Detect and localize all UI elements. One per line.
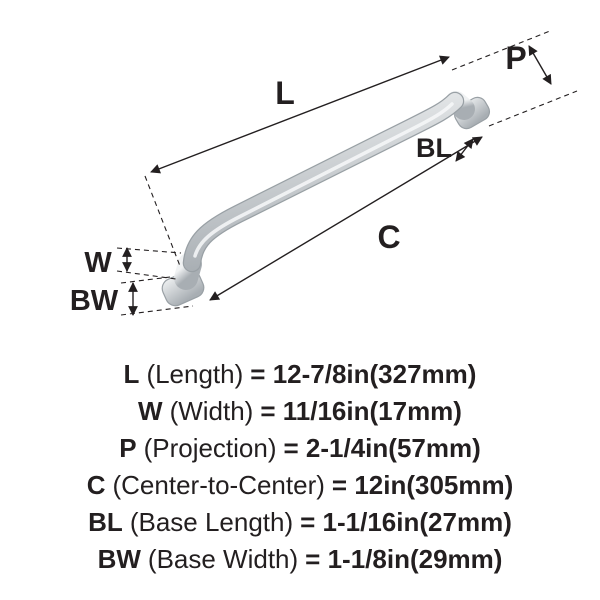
spec-line-width: W (Width) = 11/16in(17mm) <box>138 393 462 430</box>
spec-value: = 1-1/16in(27mm) <box>300 507 512 537</box>
label-length: L <box>275 75 295 111</box>
dimension-labels: L P BL C W BW <box>70 40 527 317</box>
dimension-drawing: L P BL C W BW <box>70 30 578 317</box>
extension-line-base-width-bottom <box>120 305 194 316</box>
spec-desc: (Base Length) <box>129 507 294 537</box>
spec-desc: (Length) <box>146 359 244 389</box>
dimension-lines <box>116 30 578 316</box>
spec-desc: (Projection) <box>143 433 277 463</box>
dimension-line-base-length <box>455 138 474 162</box>
spec-line-center-to-center: C (Center-to-Center) = 12in(305mm) <box>87 467 514 504</box>
spec-abbr: W <box>138 396 163 426</box>
label-center-to-center: C <box>377 219 400 255</box>
spec-line-base-length: BL (Base Length) = 1-1/16in(27mm) <box>88 504 512 541</box>
dimension-line-projection <box>528 45 552 85</box>
spec-desc: (Base Width) <box>147 544 299 574</box>
spec-list: L (Length) = 12-7/8in(327mm) W (Width) =… <box>0 356 600 578</box>
spec-value: = 11/16in(17mm) <box>260 396 462 426</box>
spec-desc: (Center-to-Center) <box>112 470 325 500</box>
spec-value: = 2-1/4in(57mm) <box>283 433 481 463</box>
spec-abbr: BW <box>97 544 141 574</box>
extension-line-length-left <box>144 175 181 267</box>
spec-value: = 12in(305mm) <box>331 470 514 500</box>
spec-line-base-width: BW (Base Width) = 1-1/8in(29mm) <box>98 541 503 578</box>
spec-abbr: L <box>123 359 140 389</box>
extension-line-projection-bottom <box>488 90 578 127</box>
spec-abbr: P <box>119 433 137 463</box>
spec-abbr: C <box>86 470 106 500</box>
label-width: W <box>84 247 112 279</box>
extension-line-base-width-top <box>120 276 171 284</box>
spec-abbr: BL <box>88 507 123 537</box>
dimension-line-length <box>150 55 450 174</box>
label-base-length: BL <box>416 133 452 163</box>
dimension-line-center-to-center <box>209 136 483 301</box>
label-projection: P <box>505 40 526 76</box>
spec-value: = 12-7/8in(327mm) <box>250 359 477 389</box>
spec-desc: (Width) <box>169 396 254 426</box>
label-base-width: BW <box>70 285 119 317</box>
spec-value: = 1-1/8in(29mm) <box>305 544 503 574</box>
spec-line-projection: P (Projection) = 2-1/4in(57mm) <box>119 430 481 467</box>
extension-line-width-top <box>116 247 182 254</box>
spec-line-length: L (Length) = 12-7/8in(327mm) <box>124 356 477 393</box>
handle-illustration <box>161 91 491 307</box>
extension-line-projection-top <box>451 30 551 71</box>
